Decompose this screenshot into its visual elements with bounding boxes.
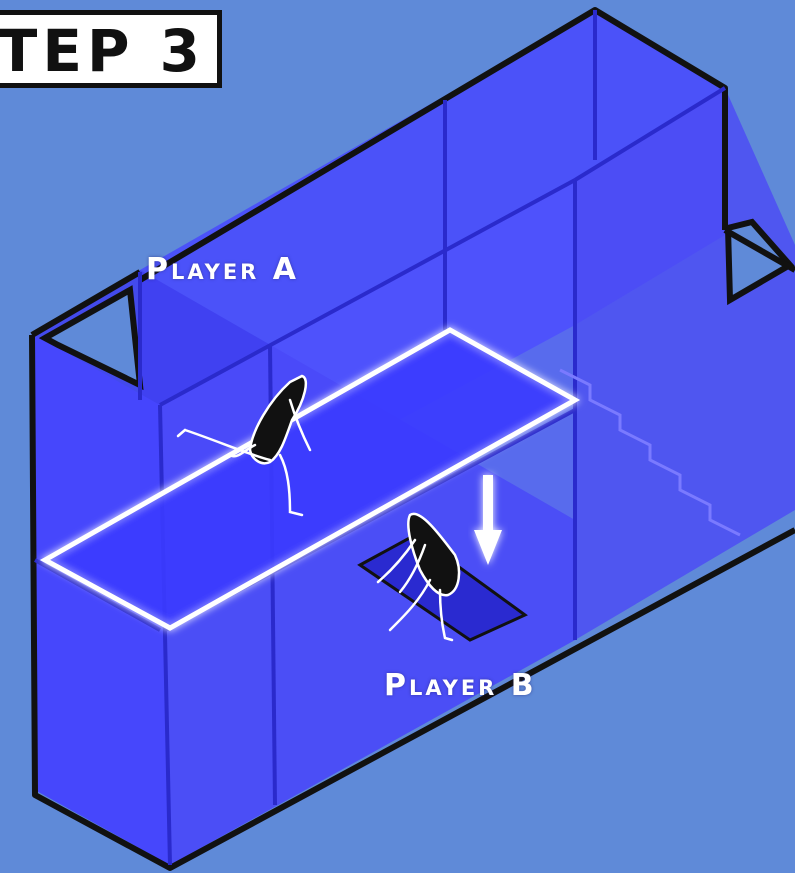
step-title-box: STEP 3 bbox=[0, 10, 222, 88]
player-b-label: Player B bbox=[384, 668, 537, 703]
right-wing bbox=[575, 88, 795, 640]
player-a-label: Player A bbox=[146, 252, 299, 287]
step-title: STEP 3 bbox=[0, 17, 205, 85]
